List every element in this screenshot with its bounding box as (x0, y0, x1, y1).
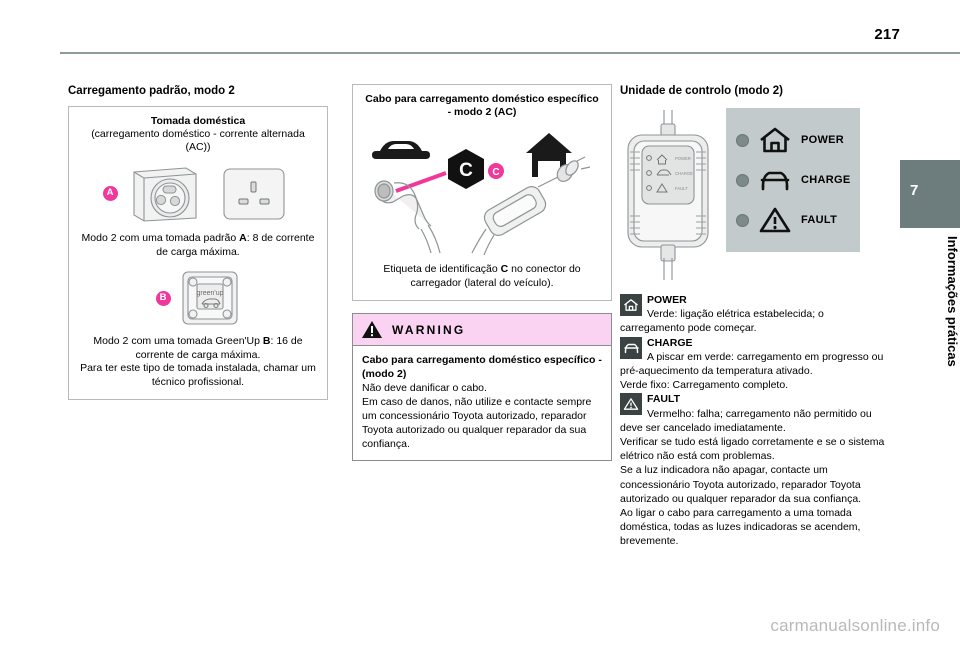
device-label-power: POWER (675, 156, 691, 161)
figure-charging-cable: Cabo para carregamento doméstico específ… (352, 84, 612, 301)
led-row-power: POWER (736, 120, 850, 160)
led-indicator-fault (736, 213, 749, 227)
house-icon (620, 294, 642, 316)
legend-text-charge: A piscar em verde: carregamento em progr… (620, 350, 884, 378)
control-unit-illustration: POWER CHARGE FAULT POWER (620, 108, 888, 283)
svg-text:C: C (459, 160, 473, 181)
legend-extra-fault: Verificar se tudo está ligado corretamen… (620, 436, 885, 463)
car-pictogram (372, 141, 430, 159)
closing-paragraph-1: Se a luz indicadora não apagar, contacte… (620, 464, 862, 505)
caption-a-pre: Modo 2 com uma tomada padrão (81, 232, 240, 244)
legend-text-fault: Vermelho: falha; carregamento não permit… (620, 407, 872, 434)
section-title-left: Carregamento padrão, modo 2 (68, 85, 235, 97)
cable-artwork: C C (372, 133, 591, 255)
page-number: 217 (874, 26, 900, 43)
section-title-right: Unidade de controlo (modo 2) (620, 85, 783, 97)
badge-a: A (102, 185, 118, 201)
chapter-tab: 7 (900, 160, 960, 228)
legend-item-fault: FAULT Vermelho: falha; carregamento não … (620, 392, 888, 463)
car-icon (760, 171, 790, 191)
sockets-artwork (132, 167, 285, 222)
warning-box: WARNING Cabo para carregamento doméstico… (352, 313, 612, 461)
chapter-number: 7 (910, 182, 919, 199)
legend-item-power: POWER Verde: ligação elétrica estabeleci… (620, 293, 888, 336)
greenup-illustration: B green'up (79, 269, 317, 327)
caption-a-bold: A (239, 232, 247, 244)
cable-illustration: C C (363, 125, 601, 255)
warning-triangle-icon (759, 207, 791, 233)
warning-title: Cabo para carregamento doméstico específ… (362, 354, 602, 380)
caption-socket-a: Modo 2 com uma tomada padrão A: 8 de cor… (79, 232, 317, 259)
caption-c-post: no conector do carregador (lateral do ve… (410, 263, 581, 289)
column-right: Unidade de controlo (modo 2) (620, 84, 888, 549)
greenup-socket-artwork: green'up (181, 271, 238, 325)
column-left: Carregamento padrão, modo 2 Tomada domés… (68, 84, 328, 400)
socket-illustration: A (79, 162, 317, 224)
warning-label: WARNING (392, 322, 466, 337)
warning-line-1: Não deve danificar o cabo. (362, 382, 487, 394)
warning-header: WARNING (353, 314, 611, 346)
greenup-label: green'up (196, 290, 223, 297)
figure-household-socket: Tomada doméstica (carregamento doméstico… (68, 106, 328, 400)
chapter-title: Informações práticas (945, 236, 960, 367)
closing-paragraph-2: Ao ligar o cabo para carregamento a uma … (620, 507, 861, 548)
figure-subtitle: (carregamento doméstico - corrente alter… (91, 128, 305, 153)
indicator-legend: POWER Verde: ligação elétrica estabeleci… (620, 293, 888, 549)
caption-c-bold: C (500, 263, 509, 275)
caption-b-pre: Modo 2 com uma tomada Green'Up (93, 335, 263, 347)
header-divider (60, 52, 960, 54)
legend-text-power: Verde: ligação elétrica estabelecida; o … (620, 308, 824, 335)
caption-socket-b: Modo 2 com uma tomada Green'Up B: 16 de … (79, 335, 317, 389)
led-label-fault: FAULT (801, 214, 838, 226)
caption-c-pre: Etiqueta de identificação (383, 263, 501, 275)
figure-title-cable: Cabo para carregamento doméstico específ… (365, 93, 599, 118)
warning-line-2: Em caso de danos, não utilize e contacte… (362, 396, 592, 450)
legend-extra-charge: Verde fixo: Carregamento completo. (620, 379, 789, 392)
legend-name-power: POWER (647, 294, 687, 306)
warning-triangle-icon (620, 393, 642, 416)
led-label-charge: CHARGE (801, 174, 851, 186)
vehicle-plug (374, 180, 441, 254)
mains-plug (471, 156, 591, 255)
caption-b-post: : 16 de corrente de carga máxima. (135, 335, 303, 361)
led-row-fault: FAULT (736, 200, 850, 240)
legend-item-charge: CHARGE A piscar em verde: carregamento e… (620, 336, 888, 393)
column-middle: Cabo para carregamento doméstico específ… (352, 84, 612, 461)
warning-triangle-icon (362, 321, 382, 338)
led-indicator-power (736, 133, 749, 147)
device-label-charge: CHARGE (675, 171, 693, 176)
caption-cable: Etiqueta de identificação C no conector … (363, 263, 601, 290)
caption-b-bold: B (262, 335, 271, 347)
led-indicator-charge (736, 173, 749, 187)
device-label-fault: FAULT (675, 186, 688, 191)
badge-c-circle (488, 163, 504, 179)
hex-label-c: C (448, 149, 484, 189)
badge-c: C (492, 167, 499, 178)
site-watermark: carmanualsonline.info (770, 616, 940, 635)
car-icon (620, 336, 642, 359)
legend-name-fault: FAULT (647, 393, 681, 406)
badge-b: B (155, 290, 171, 306)
led-label-power: POWER (801, 134, 845, 146)
legend-name-charge: CHARGE (647, 336, 693, 349)
figure-title: Tomada doméstica (150, 115, 246, 127)
warning-body: Cabo para carregamento doméstico específ… (353, 346, 611, 460)
caption-b-line2: Para ter este tipo de tomada instalada, … (80, 362, 316, 388)
caption-a-post: : 8 de corrente de carga máxima. (156, 232, 315, 258)
pointer-line (395, 171, 447, 193)
house-icon (760, 127, 790, 153)
led-panel: POWER CHARGE (726, 108, 861, 252)
led-row-charge: CHARGE (736, 160, 850, 200)
charger-device-artwork: POWER CHARGE FAULT (627, 110, 709, 280)
